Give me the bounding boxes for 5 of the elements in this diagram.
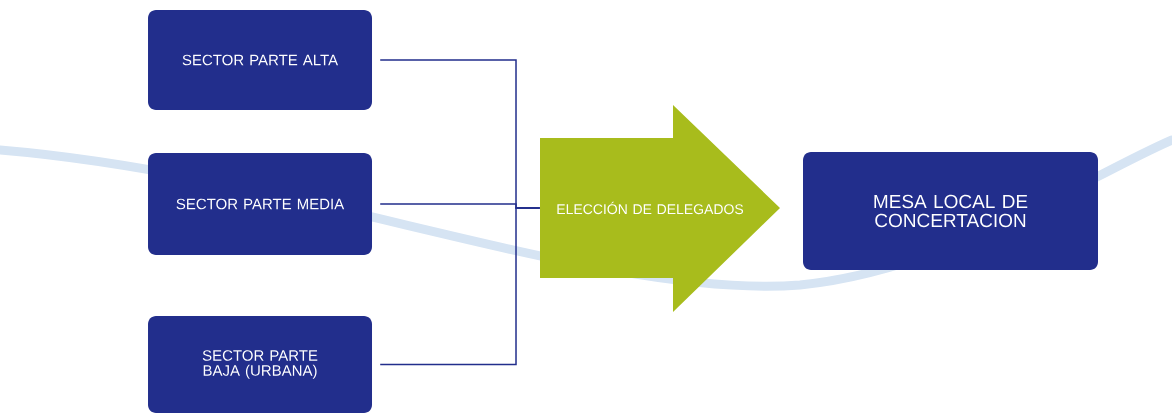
process-box: SECTOR PARTE BAJA (URBANA) xyxy=(148,316,372,413)
process-box: SECTOR PARTE ALTA xyxy=(148,10,372,110)
process-box: SECTOR PARTE MEDIA xyxy=(148,153,372,255)
connector-line xyxy=(379,207,541,366)
process-box: MESA LOCAL DE CONCERTACION xyxy=(803,152,1098,270)
